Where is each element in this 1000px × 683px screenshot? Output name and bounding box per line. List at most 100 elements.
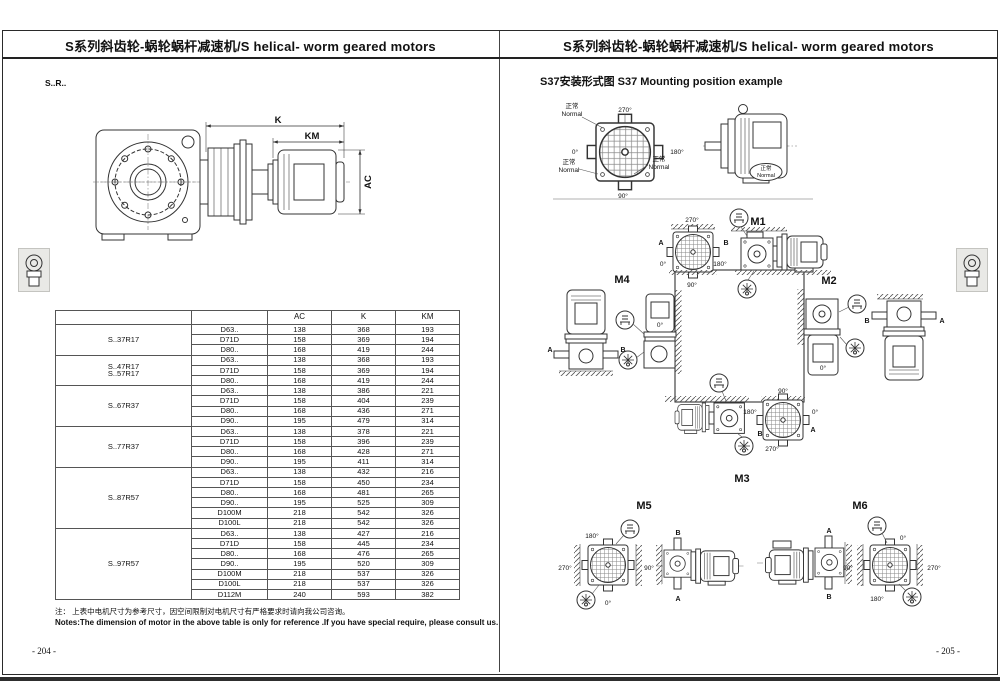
column-header: AC [267,310,332,325]
motor-size-cell: D90.. [191,415,268,427]
example-angle-left: 0° [572,148,579,156]
m4-shaft-a: A [547,347,552,354]
m4-label: M4 [614,274,630,286]
model-cell: S..77R37 [55,425,192,468]
svg-text:Normal: Normal [562,111,584,118]
value-cell: 138 [267,323,332,336]
gearmotor-dimension-drawing: K KM AC [93,115,374,241]
value-cell: 216 [395,527,460,539]
value-cell: 432 [331,466,396,478]
value-cell: 525 [331,497,396,509]
header-rule [2,57,997,59]
value-cell: 404 [331,395,396,407]
motor-size-cell: D100M [191,568,268,580]
example-angle-top: 270° [618,106,632,114]
m2-inner-view: 0° [797,289,867,376]
m2-motor-angle: 0° [820,364,827,372]
motor-size-cell: D80.. [191,405,268,417]
value-cell: 218 [267,568,332,580]
oil-level-icon [615,310,635,330]
svg-text:正常: 正常 [653,154,666,163]
m3-group: M3 90° 180° 0° B A 270° [665,373,819,485]
motor-size-cell: D80.. [191,344,268,356]
value-cell: 138 [267,425,332,438]
value-cell: 309 [395,558,460,570]
m1-group: M1 A B 270° 0° 180° 90° [658,208,831,299]
m5-label: M5 [636,500,651,512]
value-cell: 542 [331,517,396,529]
m5-shaft-b: B [675,530,680,537]
m4-motor-angle: 0° [657,321,664,329]
normal-label-bottom-left: 正常 Normal [559,157,599,175]
value-cell: 396 [331,436,396,448]
page-number-right: - 205 - [936,646,960,656]
note-english: Notes:The dimension of motor in the abov… [55,618,499,627]
motor-size-cell: D112M [191,588,268,601]
value-cell: 218 [267,578,332,590]
value-cell: 368 [331,354,396,366]
value-cell: 193 [395,323,460,336]
motor-size-cell: D71D [191,537,268,550]
m5-deg0: 0° [605,599,612,607]
m3-deg270: 270° [765,445,779,453]
m3-shaft-b: B [757,431,762,438]
gearmotor-thumbnail [25,254,43,287]
motor-size-cell: D80.. [191,548,268,560]
m5-side-view: B A [656,530,745,603]
series-code: S..R.. [45,78,67,88]
book-edge-shadow [0,677,1000,681]
value-cell: 168 [267,486,332,499]
m2-shaft-a: A [939,318,944,325]
example-angle-right: 180° [670,148,684,156]
motor-size-cell: D80.. [191,374,268,387]
motor-size-cell: D63.. [191,527,268,539]
svg-text:Normal: Normal [559,167,581,174]
section-tab-right [956,248,988,292]
m2-outer-view: B A [864,294,945,381]
m2-label: M2 [821,275,836,287]
m6-shaft-a: A [826,528,831,535]
value-cell: 195 [267,497,332,509]
page-number-left: - 204 - [32,646,56,656]
value-cell: 537 [331,578,396,590]
value-cell: 314 [395,415,460,427]
value-cell: 386 [331,385,396,397]
motor-size-cell: D100M [191,507,268,519]
value-cell: 419 [331,374,396,387]
value-cell: 138 [267,385,332,397]
value-cell: 138 [267,466,332,478]
m3-shaft-a: A [810,427,815,434]
value-cell: 481 [331,486,396,499]
section-tab-left [18,248,50,292]
dim-label-km: KM [305,131,320,142]
value-cell: 168 [267,344,332,356]
motor-size-cell: D90.. [191,456,268,468]
value-cell: 168 [267,446,332,458]
value-cell: 138 [267,527,332,539]
motor-size-cell: D100L [191,517,268,529]
motor-size-cell: D90.. [191,497,268,509]
dim-label-ac: AC [363,175,374,189]
model-cell: S..87R57 [55,466,192,529]
motor-adapter-side-view [93,139,350,225]
m1-side-view [731,226,831,299]
m3-label: M3 [734,473,749,485]
value-cell: 195 [267,558,332,570]
value-cell: 195 [267,456,332,468]
value-cell: 326 [395,568,460,580]
value-cell: 158 [267,364,332,376]
m1-shaft-b: B [723,240,728,247]
oil-level-icon [729,208,749,228]
value-cell: 193 [395,354,460,366]
value-cell: 314 [395,456,460,468]
m1-deg90: 90° [687,281,697,289]
m5-shaft-a: A [675,596,680,603]
motor-side-view: 正常 Normal [703,104,797,184]
